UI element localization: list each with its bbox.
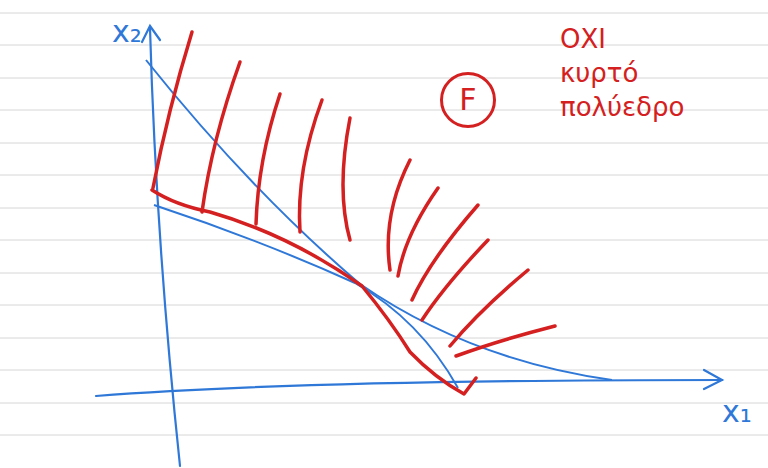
axis-label: x₁ bbox=[722, 392, 752, 431]
axis-label: x₂ bbox=[112, 12, 142, 51]
note: ΟΧΙ κυρτό πολύεδρο bbox=[560, 22, 684, 124]
circled-region-label: F bbox=[440, 72, 496, 128]
feasible-boundary bbox=[152, 190, 476, 394]
constraint-lines bbox=[146, 60, 612, 388]
hatching bbox=[153, 32, 555, 356]
region-name: F bbox=[459, 85, 476, 115]
ruled-lines bbox=[0, 13, 768, 435]
